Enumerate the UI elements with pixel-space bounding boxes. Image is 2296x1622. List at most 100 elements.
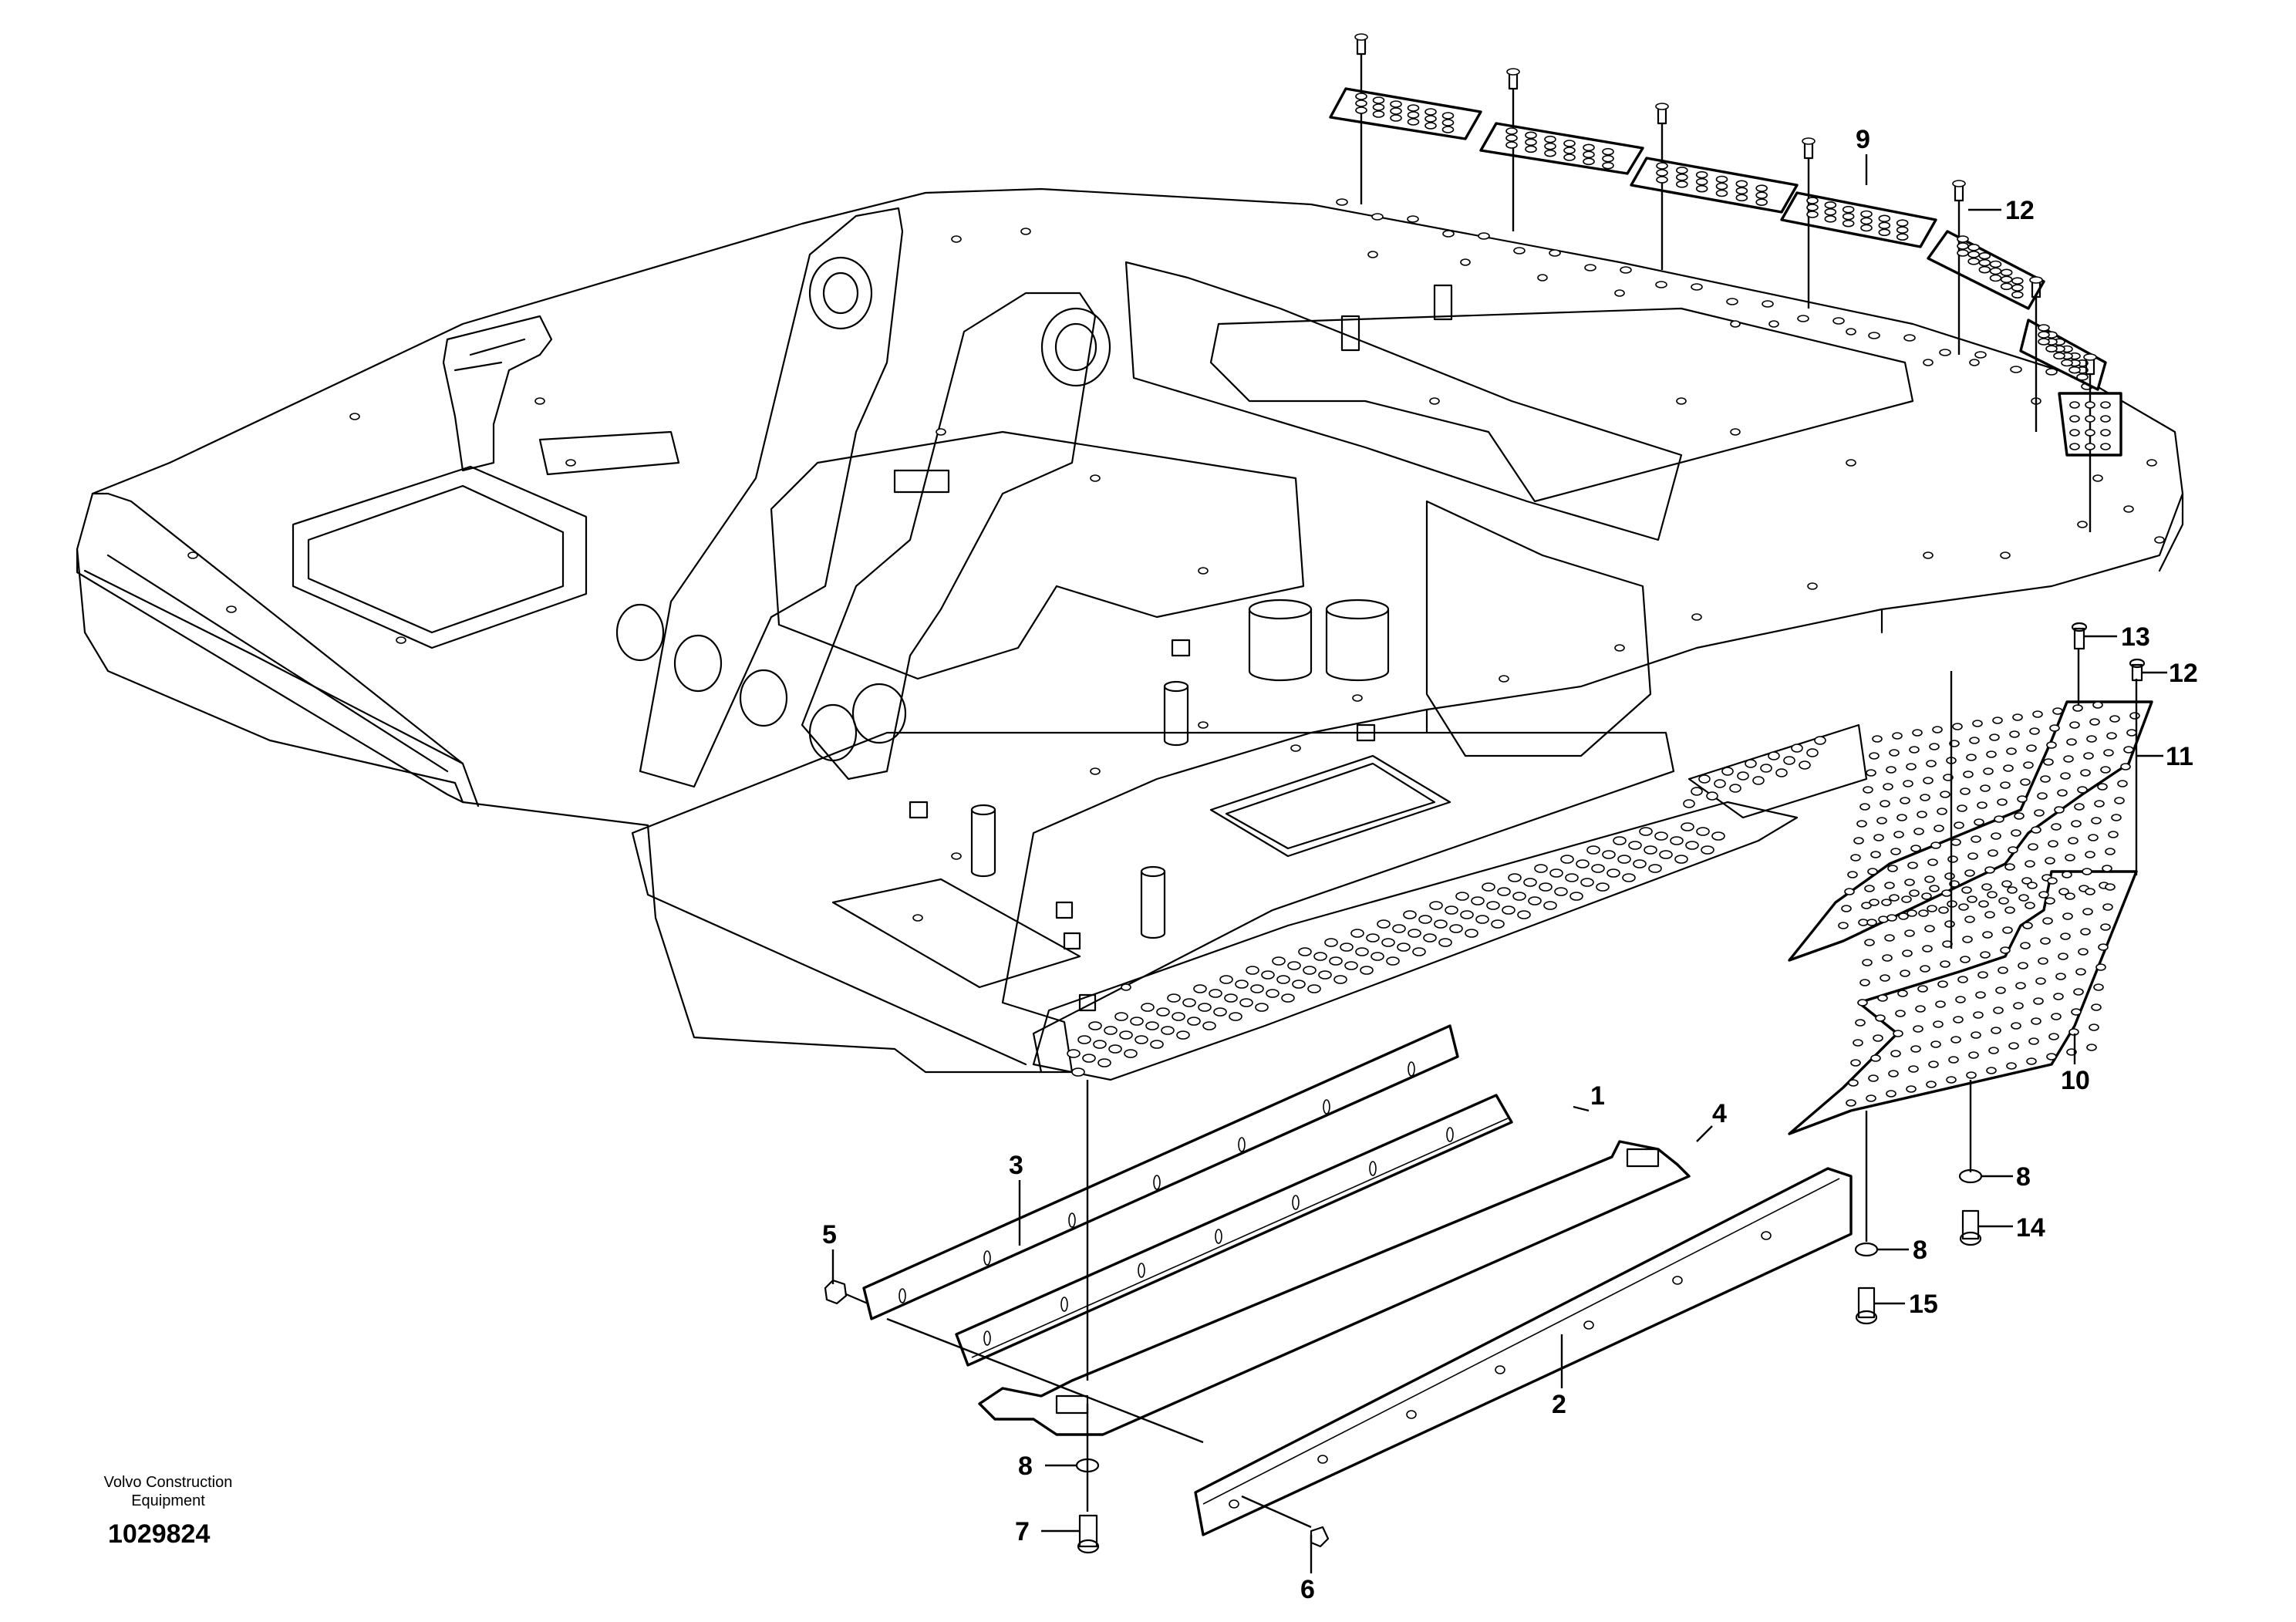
side-step-hole xyxy=(1977,971,1988,979)
side-step-hole xyxy=(1883,783,1893,791)
side-step-hole xyxy=(2051,823,2062,831)
pad-hole xyxy=(1407,104,1420,112)
deck-hole xyxy=(226,605,237,613)
deck-hole xyxy=(1121,983,1131,991)
side-step-hole xyxy=(1963,771,1974,778)
pad-hole xyxy=(1978,265,1991,274)
side-step-hole xyxy=(1888,1070,1899,1077)
deck-hole xyxy=(1371,213,1384,221)
pad-holes xyxy=(1355,93,2111,450)
pad-hole xyxy=(1715,182,1728,191)
side-step-hole xyxy=(2003,764,2014,772)
side-step-hole xyxy=(1927,858,1938,866)
pad-hole xyxy=(2000,282,2013,291)
side-step-hole xyxy=(1958,903,1969,911)
side-step-hole xyxy=(1866,1094,1876,1102)
side-step-hole xyxy=(1962,936,1973,943)
step-hole xyxy=(1648,864,1662,873)
pad-screw-head xyxy=(1952,180,1966,187)
pad-screw-head xyxy=(1655,103,1669,110)
side-step-hole xyxy=(1934,824,1944,832)
deck-hole xyxy=(187,551,198,559)
pad-hole xyxy=(2100,429,2111,437)
callout-8b: 8 xyxy=(2016,1162,2031,1192)
pad-hole xyxy=(1806,197,1819,204)
pad-hole xyxy=(1755,191,1768,199)
side-step-hole xyxy=(2066,738,2077,746)
side-step-hole xyxy=(2034,809,2045,817)
side-step-hole xyxy=(1924,925,1935,932)
pad-screw-head xyxy=(1506,68,1520,76)
side-step-hole xyxy=(2028,1037,2039,1045)
pad-hole xyxy=(2000,275,2013,284)
step-hole xyxy=(1261,970,1275,980)
pad-hole xyxy=(2068,366,2081,374)
side-step-hole xyxy=(1957,976,1968,983)
deck-hole xyxy=(2092,474,2103,482)
side-step-hole xyxy=(2060,772,2071,780)
side-step-hole xyxy=(1904,878,1915,886)
pad-hole xyxy=(1407,118,1420,126)
side-step-hole xyxy=(2043,758,2054,766)
side-step-hole xyxy=(2117,780,2128,787)
side-step-hole xyxy=(1998,966,2008,974)
step-hole xyxy=(1235,980,1249,989)
side-step-hole xyxy=(2001,880,2012,888)
step-hole xyxy=(1596,882,1610,892)
step-hole xyxy=(1497,887,1511,896)
deck-hole xyxy=(951,235,962,243)
side-step-hole xyxy=(1841,905,1852,912)
side-step-hole xyxy=(1948,1056,1959,1064)
side-step-hole xyxy=(1912,729,1923,737)
rear-hatch xyxy=(831,878,1081,989)
side-step-hole xyxy=(2053,993,2064,1000)
step-11 xyxy=(1788,700,2153,962)
pad-hole xyxy=(1583,143,1595,152)
pad-hole xyxy=(1878,214,1891,223)
side-step-hole xyxy=(1987,891,1998,899)
step-hole xyxy=(1471,896,1485,905)
step-hole xyxy=(1219,975,1233,984)
pad-hole xyxy=(1390,100,1402,108)
step-hole xyxy=(1602,850,1616,859)
step-hole xyxy=(1093,1040,1107,1049)
step-hole xyxy=(1239,998,1253,1007)
side-step-hole xyxy=(1898,912,1909,920)
deck-hole xyxy=(1614,644,1625,652)
pad-hole xyxy=(2085,415,2095,423)
side-step-hole xyxy=(1929,743,1940,750)
step-hole xyxy=(1455,892,1469,901)
deck-hole xyxy=(1367,251,1378,258)
deck-hole xyxy=(2010,366,2022,373)
deck-hole xyxy=(565,459,576,467)
callout-labels: 1 2 3 4 5 6 7 8 8 8 9 10 11 12 12 13 14 … xyxy=(822,125,2198,1604)
side-step-hole xyxy=(2120,763,2131,771)
step-hole xyxy=(1329,956,1343,966)
pad-hole xyxy=(1505,141,1518,149)
pad-hole xyxy=(1842,212,1855,221)
right-steps xyxy=(1788,648,2153,1242)
step-hole xyxy=(1412,947,1426,956)
step-hole xyxy=(1124,1049,1138,1058)
callout-8a: 8 xyxy=(1018,1452,1033,1481)
pad-hole xyxy=(1755,184,1768,192)
side-step-hole xyxy=(2080,769,2091,777)
step-hole xyxy=(1543,901,1557,910)
pad-screw-head xyxy=(1802,137,1816,145)
side-step-hole xyxy=(1932,726,1943,733)
step-hole xyxy=(1381,938,1395,947)
pad-hole xyxy=(1424,122,1437,130)
slot-hole xyxy=(1138,1263,1145,1278)
step-hole xyxy=(1449,924,1463,933)
deck-hole xyxy=(2123,505,2134,513)
side-step-hole xyxy=(2014,812,2025,820)
pad-hole xyxy=(1967,251,1980,258)
side-step-hole xyxy=(2068,837,2079,845)
deck-hole xyxy=(912,914,923,922)
slot-hole xyxy=(1369,1161,1377,1176)
deck-hole xyxy=(1499,675,1509,683)
top-pad-3 xyxy=(1630,123,1799,270)
side-step-hole xyxy=(2033,997,2044,1005)
boom-foot-pins xyxy=(615,256,1111,762)
side-step-hole xyxy=(1968,1051,1979,1059)
